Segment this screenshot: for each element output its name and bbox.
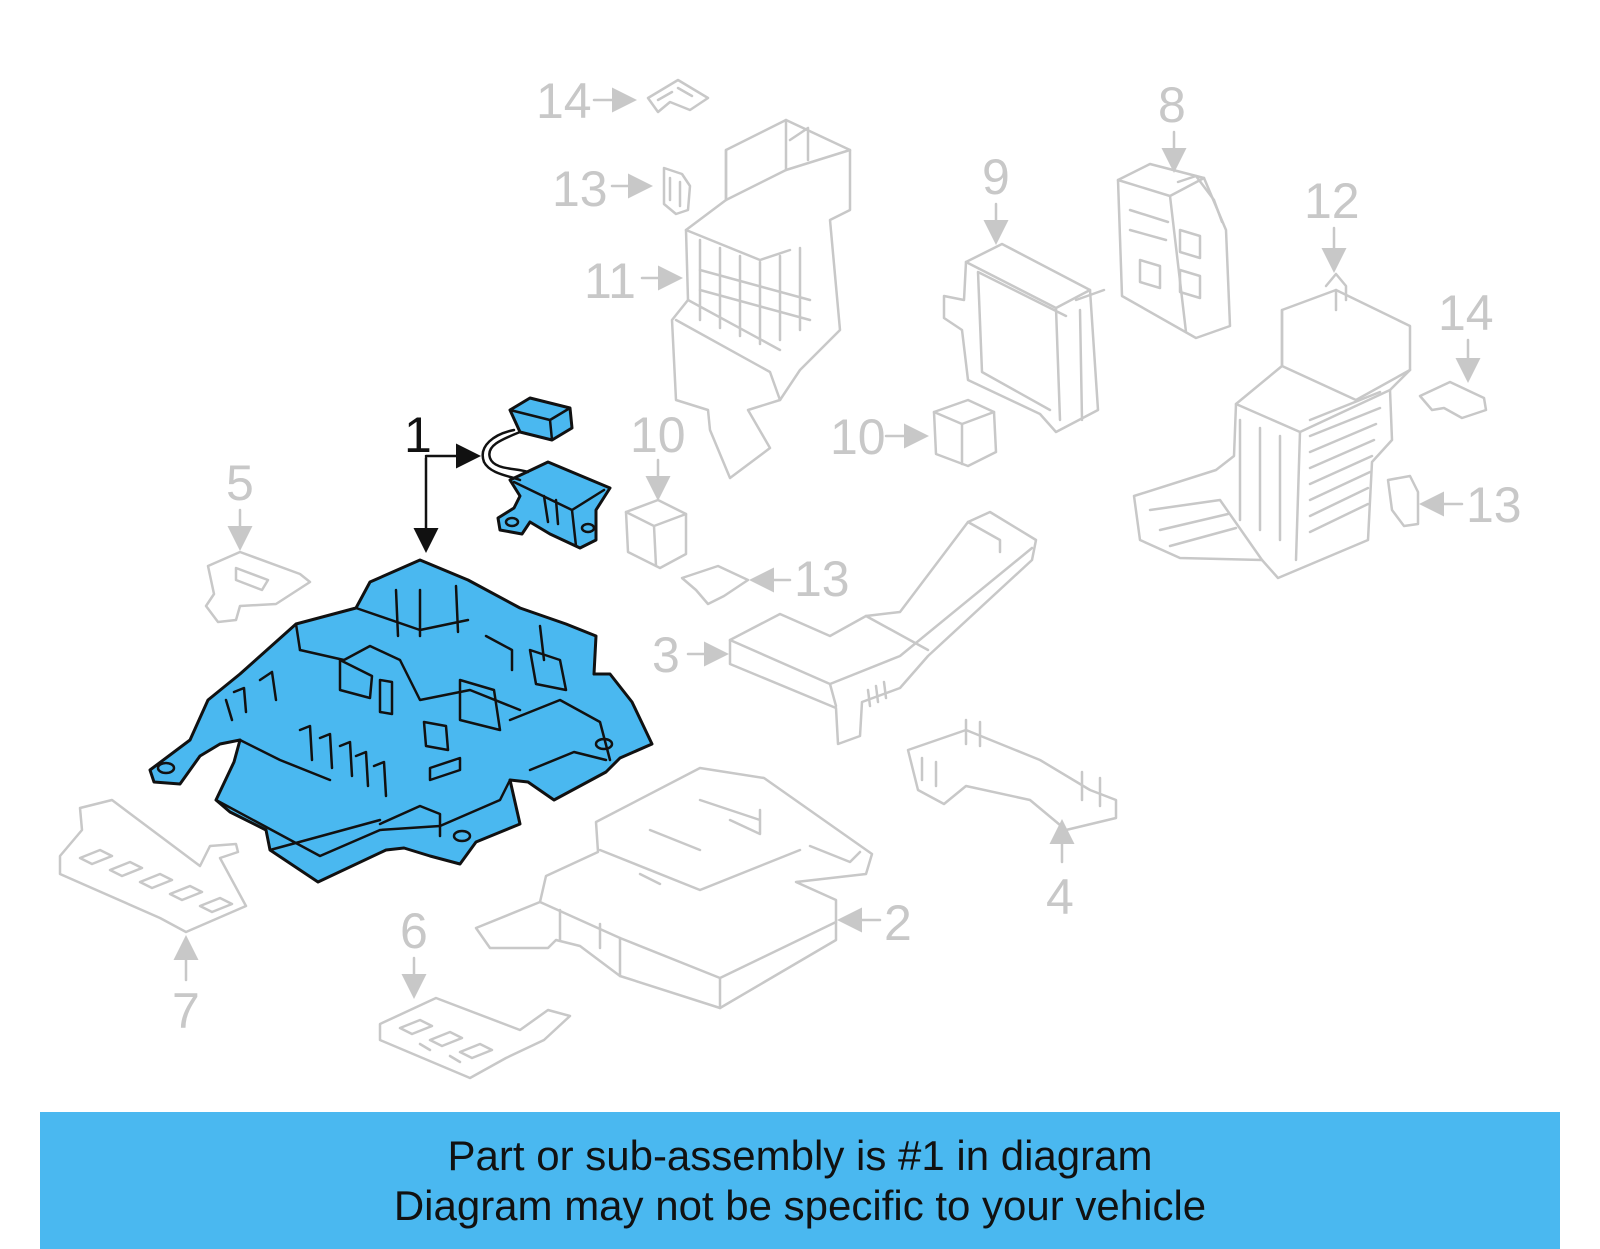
part-9-module <box>942 242 1106 434</box>
part-13-mid-connector <box>680 564 750 606</box>
part-3-bracket <box>728 510 1038 746</box>
callout-14-right: 14 <box>1438 285 1494 341</box>
callout-1: 1 <box>404 407 432 463</box>
callout-10-left: 10 <box>630 407 686 463</box>
part-13-right-connector <box>1386 474 1420 528</box>
part-10-relay-right <box>932 398 998 468</box>
info-banner: Part or sub-assembly is #1 in diagram Di… <box>40 1112 1560 1249</box>
callout-13-mid: 13 <box>794 551 850 607</box>
callout-10-right: 10 <box>830 409 886 465</box>
callout-12: 12 <box>1304 173 1360 229</box>
part-1-main-bracket[interactable] <box>148 558 654 884</box>
leader-lines <box>173 87 1481 999</box>
callout-6: 6 <box>400 903 428 959</box>
callout-2: 2 <box>884 895 912 951</box>
banner-line-2: Diagram may not be specific to your vehi… <box>393 1181 1207 1229</box>
callout-14-top: 14 <box>536 73 592 129</box>
part-12-fuse-box <box>1132 272 1412 580</box>
part-14-right-clip <box>1418 380 1488 420</box>
part-7-terminal-strip <box>58 798 248 934</box>
callout-11: 11 <box>584 253 636 309</box>
callout-8: 8 <box>1158 77 1186 133</box>
callout-9: 9 <box>982 149 1010 205</box>
part-8-fuse-block <box>1116 162 1232 340</box>
part-5-bracket <box>204 550 312 624</box>
part-10-relay-left <box>624 498 688 570</box>
callout-13-right: 13 <box>1466 477 1522 533</box>
callout-13-top: 13 <box>552 161 608 217</box>
callout-3: 3 <box>652 627 680 683</box>
callout-labels: 1 2 3 4 5 6 7 8 9 10 10 11 12 13 13 13 1… <box>172 73 1522 1039</box>
banner-line-1: Part or sub-assembly is #1 in diagram <box>447 1131 1153 1179</box>
callout-5: 5 <box>226 455 254 511</box>
part-6-terminal-strip <box>378 996 572 1080</box>
callout-4: 4 <box>1046 869 1074 925</box>
callout-7: 7 <box>172 983 200 1039</box>
part-14-top-clip <box>646 78 710 114</box>
parts-diagram: 1 2 3 4 5 6 7 8 9 10 10 11 12 13 13 13 1… <box>58 73 1522 1080</box>
part-2-base-tray <box>474 766 874 1010</box>
part-11-fuse-holder <box>670 118 852 480</box>
part-4-bus-bar <box>906 718 1118 832</box>
part-13-top-connector <box>662 166 692 216</box>
part-1-harness-connector[interactable] <box>481 396 612 550</box>
